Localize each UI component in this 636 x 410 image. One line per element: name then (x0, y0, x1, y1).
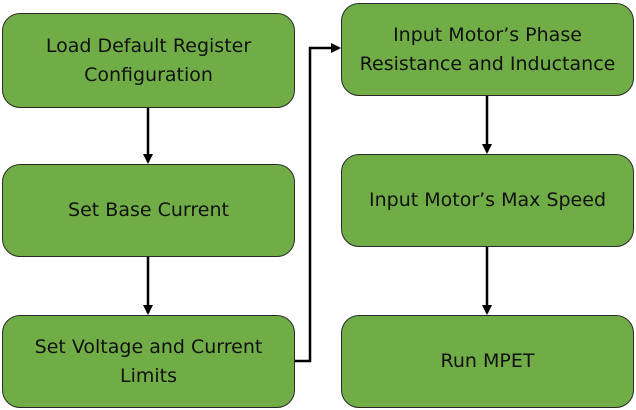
step-input-max-speed: Input Motor’s Max Speed (341, 154, 634, 247)
step-label-line1: Input Motor’s Max Speed (369, 189, 606, 211)
step-label-line2: Limits (119, 364, 177, 387)
step-label-line1: Set Base Current (68, 199, 229, 221)
step-label-line1: Run MPET (440, 350, 535, 372)
step-set-voltage-and-current-limits: Set Voltage and Current Limits (2, 315, 295, 408)
step-label-line2: Resistance and Inductance (359, 52, 616, 75)
step-input-phase-resistance-inductance: Input Motor’s Phase Resistance and Induc… (341, 3, 634, 96)
step-load-default-register-configuration: Load Default Register Configuration (2, 13, 295, 108)
step-label-line1: Load Default Register (45, 34, 252, 57)
step-run-mpet: Run MPET (341, 315, 634, 408)
step-set-base-current: Set Base Current (2, 164, 295, 257)
step-label-line1: Input Motor’s Phase (393, 23, 582, 46)
arrow-step3-to-step4 (295, 43, 341, 363)
step-label-line1: Set Voltage and Current (34, 335, 263, 358)
step-label-line2: Configuration (84, 63, 213, 86)
